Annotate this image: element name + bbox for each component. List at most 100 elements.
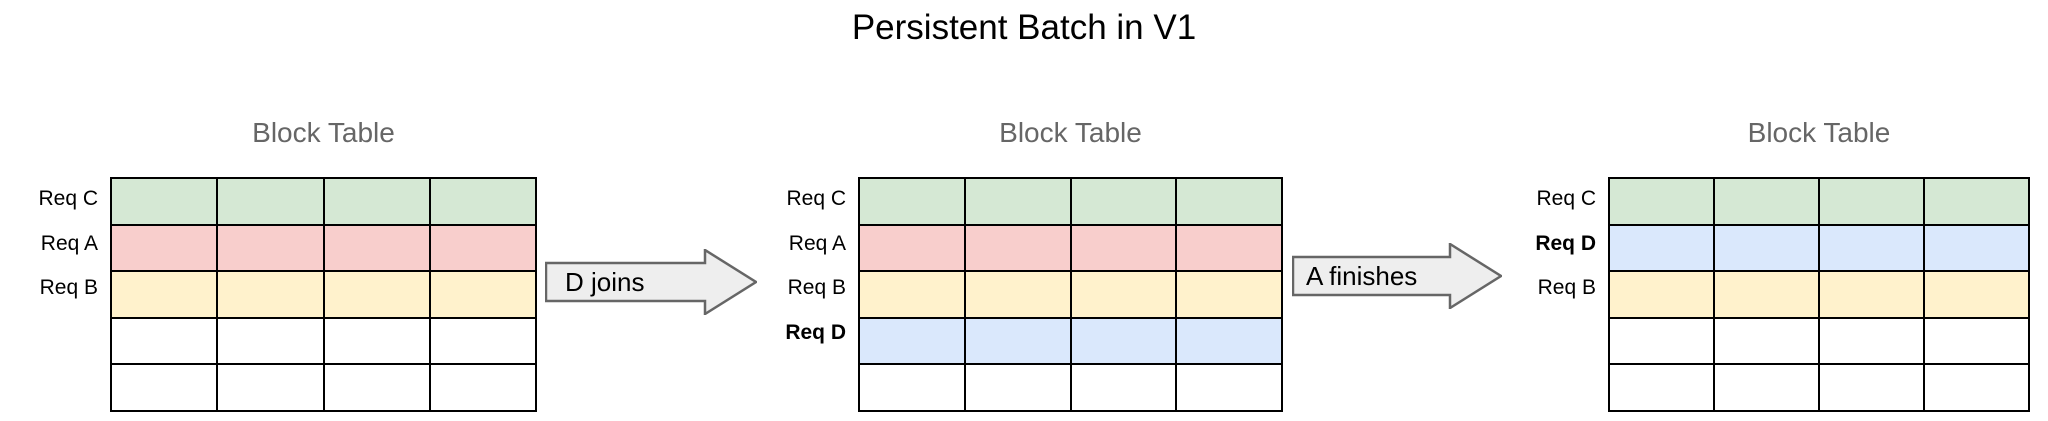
block-cell[interactable]	[1713, 223, 1820, 273]
block-cell[interactable]	[1175, 177, 1283, 226]
row-label: Req B	[1537, 276, 1596, 300]
table-row	[858, 270, 1283, 319]
row-label-column-2: Req C Req A Req B Req D	[748, 177, 858, 400]
block-cell[interactable]	[322, 177, 431, 226]
row-label	[748, 355, 858, 400]
stage-panel-2: Block Table Req C Req A Req B Req D	[748, 0, 1283, 421]
table-row	[109, 223, 538, 273]
block-cell[interactable]	[1818, 177, 1925, 226]
block-cell[interactable]	[1608, 177, 1715, 226]
table-row	[858, 363, 1283, 412]
table-row	[1608, 177, 2030, 226]
block-arrow-icon	[1292, 243, 1502, 309]
block-cell[interactable]	[1175, 223, 1283, 273]
table-row	[109, 363, 538, 412]
table-row	[1608, 223, 2030, 273]
block-cell[interactable]	[216, 223, 325, 273]
block-cell[interactable]	[963, 177, 1072, 226]
block-cell[interactable]	[858, 177, 966, 226]
table-row	[1608, 316, 2030, 366]
block-cell[interactable]	[858, 316, 966, 366]
block-cell[interactable]	[322, 363, 431, 412]
block-cell[interactable]	[109, 363, 219, 412]
block-table-1	[109, 177, 538, 412]
block-cell[interactable]	[963, 316, 1072, 366]
block-cell[interactable]	[1818, 363, 1925, 412]
row-label: Req C	[1536, 187, 1596, 210]
block-cell[interactable]	[1923, 316, 2030, 366]
block-cell[interactable]	[428, 363, 538, 412]
block-cell[interactable]	[1923, 223, 2030, 273]
stage-panel-3: Block Table Req C Req D Req B	[1498, 0, 2030, 421]
block-cell[interactable]	[1818, 270, 1925, 319]
stage-panel-1: Block Table Req C Req A Req B	[0, 0, 538, 421]
block-cell[interactable]	[428, 270, 538, 319]
block-cell[interactable]	[109, 270, 219, 319]
block-table-heading-3: Block Table	[1747, 117, 1891, 148]
block-cell[interactable]	[1069, 223, 1178, 273]
block-table-3	[1608, 177, 2030, 412]
block-cell[interactable]	[109, 223, 219, 273]
page-title: Persistent Batch in V1	[851, 8, 1197, 47]
block-cell[interactable]	[216, 270, 325, 319]
transition-arrow-a-finishes[interactable]: A finishes	[1292, 243, 1502, 309]
table-row	[858, 316, 1283, 366]
block-cell[interactable]	[1923, 270, 2030, 319]
table-row	[858, 177, 1283, 226]
row-label: Req B	[787, 276, 846, 300]
block-table-2	[858, 177, 1283, 412]
block-cell[interactable]	[1608, 270, 1715, 319]
block-cell[interactable]	[1818, 316, 1925, 366]
block-cell[interactable]	[216, 363, 325, 412]
block-cell[interactable]	[109, 316, 219, 366]
table-row	[1608, 270, 2030, 319]
block-cell[interactable]	[1175, 270, 1283, 319]
row-label-column-1: Req C Req A Req B	[0, 177, 110, 400]
row-label	[0, 311, 110, 356]
block-cell[interactable]	[216, 316, 325, 366]
block-cell[interactable]	[1608, 223, 1715, 273]
block-cell[interactable]	[1923, 177, 2030, 226]
block-cell[interactable]	[1713, 363, 1820, 412]
block-cell[interactable]	[216, 177, 325, 226]
block-cell[interactable]	[1608, 363, 1715, 412]
block-cell[interactable]	[963, 363, 1072, 412]
block-arrow-icon	[545, 249, 757, 315]
block-cell[interactable]	[963, 270, 1072, 319]
block-cell[interactable]	[1175, 363, 1283, 412]
table-row	[109, 316, 538, 366]
table-row	[109, 270, 538, 319]
block-cell[interactable]	[1069, 270, 1178, 319]
block-cell[interactable]	[428, 316, 538, 366]
row-label-column-3: Req C Req D Req B	[1498, 177, 1608, 400]
row-label	[1498, 311, 1608, 356]
block-cell[interactable]	[963, 223, 1072, 273]
block-cell[interactable]	[428, 177, 538, 226]
block-cell[interactable]	[858, 270, 966, 319]
block-cell[interactable]	[1069, 177, 1178, 226]
block-cell[interactable]	[1069, 363, 1178, 412]
block-cell[interactable]	[322, 223, 431, 273]
block-cell[interactable]	[1608, 316, 1715, 366]
block-cell[interactable]	[1818, 223, 1925, 273]
table-row	[858, 223, 1283, 273]
block-cell[interactable]	[322, 270, 431, 319]
row-label: Req D	[785, 320, 846, 344]
block-cell[interactable]	[858, 363, 966, 412]
block-cell[interactable]	[109, 177, 219, 226]
block-cell[interactable]	[1713, 316, 1820, 366]
block-cell[interactable]	[1069, 316, 1178, 366]
block-cell[interactable]	[1713, 270, 1820, 319]
block-cell[interactable]	[1175, 316, 1283, 366]
block-cell[interactable]	[322, 316, 431, 366]
row-label: Req B	[39, 276, 98, 300]
block-table-heading-1: Block Table	[252, 117, 395, 148]
block-cell[interactable]	[1923, 363, 2030, 412]
block-cell[interactable]	[858, 223, 966, 273]
transition-arrow-d-joins[interactable]: D joins	[545, 249, 757, 315]
row-label: Req C	[38, 187, 98, 210]
block-cell[interactable]	[428, 223, 538, 273]
row-label: Req D	[1535, 231, 1596, 255]
block-cell[interactable]	[1713, 177, 1820, 226]
row-label: Req A	[788, 231, 846, 255]
